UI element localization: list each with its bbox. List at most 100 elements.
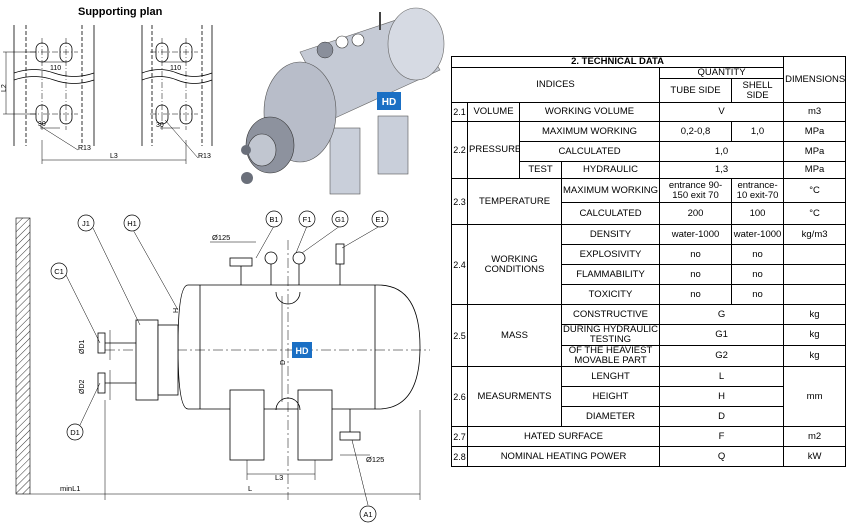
row-num: 2.1 — [451, 102, 468, 122]
row-shell-value: water-1000 — [730, 224, 785, 245]
row-unit: kg — [783, 345, 847, 367]
row-value: F — [658, 426, 785, 447]
row-index: HEIGHT — [561, 386, 660, 407]
row-index: CALCULATED — [519, 141, 660, 162]
row-shell-value: 1,0 — [730, 121, 785, 142]
tube-side-header: TUBE SIDE — [659, 78, 732, 103]
dim-r13-left: R13 — [78, 145, 91, 152]
wall — [15, 217, 31, 495]
row-unit: °C — [783, 202, 847, 225]
row-index: DURING HYDRAULIC TESTING — [561, 324, 660, 346]
supporting-plan-title: Supporting plan — [78, 6, 163, 18]
row-unit — [783, 244, 847, 265]
dim-r13-right: R13 — [198, 153, 211, 160]
svg-text:D1: D1 — [70, 428, 80, 437]
row-value: Q — [658, 446, 785, 467]
row-unit: m3 — [783, 102, 847, 122]
callout-h1: H1 — [123, 214, 141, 232]
row-num: 2.4 — [451, 224, 468, 305]
callout-j1: J1 — [77, 214, 95, 232]
dim-l3-plan: L3 — [110, 153, 118, 160]
row-group: MASS — [467, 304, 562, 367]
svg-text:B1: B1 — [269, 215, 278, 224]
row-index: WORKING VOLUME — [519, 102, 660, 122]
callout-b1: B1 — [265, 210, 283, 228]
svg-text:C1: C1 — [54, 267, 64, 276]
row-group: PRESSURE — [467, 121, 520, 179]
svg-text:A1: A1 — [363, 510, 372, 519]
svg-text:F1: F1 — [303, 215, 312, 224]
row-group: TEMPERATURE — [467, 178, 562, 225]
row-value: 1,3 — [658, 161, 785, 179]
row-shell-value: 100 — [730, 202, 785, 225]
svg-text:HD: HD — [382, 97, 396, 108]
svg-text:E1: E1 — [375, 215, 384, 224]
row-shell-value: entrance-10 exit-70 — [730, 178, 785, 203]
row-unit: MPa — [783, 121, 847, 142]
plan-dimensions — [3, 51, 199, 164]
svg-text:H1: H1 — [127, 219, 137, 228]
row-unit: m2 — [783, 426, 847, 447]
dim-dn-d1: ØD1 — [79, 340, 86, 355]
row-unit: MPa — [783, 161, 847, 179]
svg-text:J1: J1 — [82, 219, 90, 228]
dim-110-left: 110 — [50, 65, 61, 72]
row-group: WORKING CONDITIONS — [467, 224, 562, 305]
row-unit — [783, 284, 847, 305]
elevation-dimensions — [30, 241, 421, 500]
dim-minl1: minL1 — [60, 484, 80, 493]
row-tube-value: entrance 90-150 exit 70 — [659, 178, 732, 203]
row-tube-value: 0,2-0,8 — [659, 121, 732, 142]
row-index: EXPLOSIVITY — [561, 244, 660, 265]
row-tube-value: 200 — [659, 202, 732, 225]
row-index: CALCULATED — [561, 202, 660, 225]
row-value: G1 — [658, 324, 785, 346]
row-num: 2.2 — [451, 121, 468, 179]
row-index: LENGHT — [561, 366, 660, 387]
callout-f1: F1 — [298, 210, 316, 228]
row-num: 2.3 — [451, 178, 468, 225]
row-index: MAXIMUM WORKING — [561, 178, 660, 203]
row-num: 2.8 — [451, 446, 468, 467]
row-value: D — [658, 406, 785, 427]
row-index: DENSITY — [561, 224, 660, 245]
row-value: G — [658, 304, 785, 325]
row-subgroup: TEST — [519, 161, 562, 179]
callout-d1: D1 — [66, 423, 84, 441]
row-index: HYDRAULIC — [561, 161, 660, 179]
row-unit: kg/m3 — [783, 224, 847, 245]
row-tube-value: no — [659, 244, 732, 265]
callout-leaders — [65, 225, 381, 506]
row-num: 2.5 — [451, 304, 468, 367]
dim-phi125-bottom: Ø125 — [366, 455, 384, 464]
row-index: TOXICITY — [561, 284, 660, 305]
callout-c1: C1 — [50, 262, 68, 280]
vessel-3d-view: HD — [241, 7, 445, 195]
row-num: 2.7 — [451, 426, 468, 447]
row-value: G2 — [658, 345, 785, 367]
row-unit: kW — [783, 446, 847, 467]
row-shell-value: no — [730, 244, 785, 265]
support-plate-right — [141, 25, 213, 146]
dim-d: D — [280, 360, 287, 365]
row-num: 2.6 — [451, 366, 468, 427]
indices-header: INDICES — [451, 67, 660, 103]
dim-dn-d2: ØD2 — [79, 380, 86, 395]
support-plate-left — [13, 25, 95, 146]
row-tube-value: no — [659, 264, 732, 285]
row-tube-value: water-1000 — [659, 224, 732, 245]
row-value: H — [658, 386, 785, 407]
row-index: CONSTRUCTIVE — [561, 304, 660, 325]
dim-l3: L3 — [275, 473, 283, 482]
row-index: MAXIMUM WORKING — [519, 121, 660, 142]
row-unit: MPa — [783, 141, 847, 162]
dim-l: L — [248, 484, 252, 493]
row-value: 1,0 — [658, 141, 785, 162]
row-shell-value: no — [730, 284, 785, 305]
table-title: 2. TECHNICAL DATA — [450, 56, 785, 68]
row-unit: kg — [783, 324, 847, 346]
svg-text:G1: G1 — [335, 215, 345, 224]
row-index: FLAMMABILITY — [561, 264, 660, 285]
callout-a1: A1 — [359, 505, 377, 523]
row-unit: mm — [783, 366, 847, 427]
